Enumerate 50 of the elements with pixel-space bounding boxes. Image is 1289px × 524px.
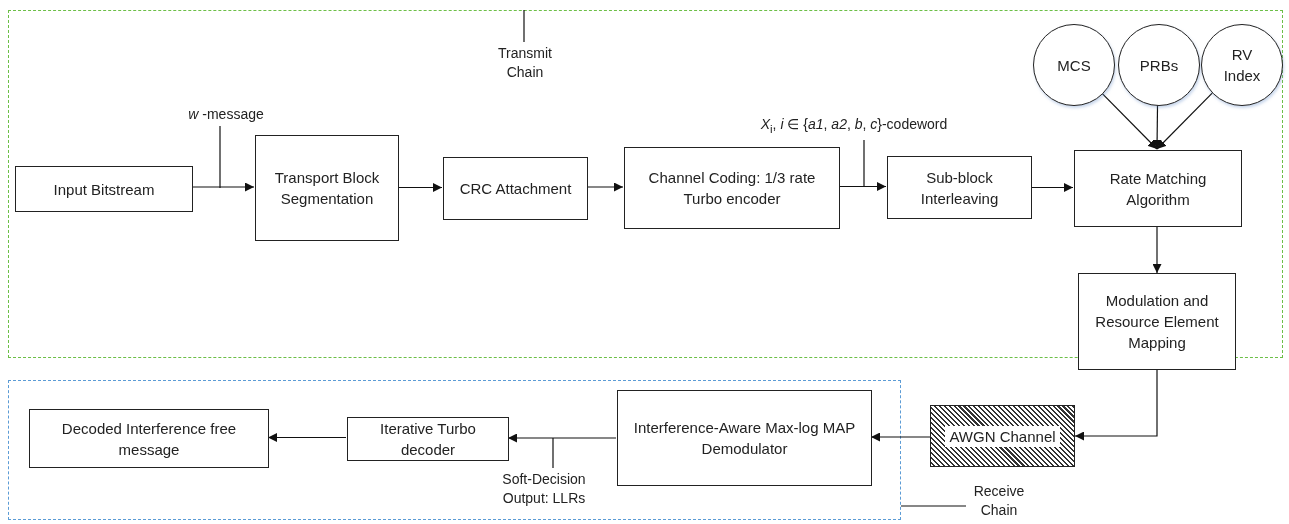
box-label: MCS bbox=[1057, 55, 1091, 76]
box-label: Input Bitstream bbox=[53, 179, 155, 200]
box-label: AWGN Channel bbox=[945, 425, 1060, 447]
box-label: Decoded Interference free message bbox=[60, 418, 238, 460]
process-box bbox=[29, 409, 269, 468]
leader-line bbox=[552, 437, 554, 469]
box-label: PRBs bbox=[1139, 55, 1179, 76]
hatched-channel-box bbox=[930, 405, 1075, 467]
annotation-label: Transmit Chain bbox=[491, 43, 559, 83]
process-box bbox=[624, 147, 840, 229]
arrow bbox=[586, 182, 624, 192]
leader-line bbox=[219, 125, 221, 189]
arrow bbox=[191, 182, 255, 192]
process-box bbox=[617, 390, 872, 486]
box-label: Rate Matching Algorithm bbox=[1108, 168, 1208, 210]
box-label: Interference-Aware Max-log MAP Demodulator bbox=[632, 418, 857, 459]
annotation-label: Soft-Decision Output: LLRs bbox=[479, 469, 609, 509]
box-label: Transport Block Segmentation bbox=[273, 168, 381, 209]
annotation-label: w -message bbox=[161, 101, 291, 127]
arrow bbox=[1152, 225, 1162, 274]
arrow bbox=[1074, 369, 1158, 441]
process-box bbox=[255, 135, 399, 241]
arrow bbox=[1030, 183, 1074, 192]
process-box bbox=[15, 166, 193, 212]
process-box bbox=[443, 157, 588, 220]
annotation-label: Receive Chain bbox=[966, 482, 1032, 520]
box-label: CRC Attachment bbox=[459, 179, 572, 199]
leader-line bbox=[523, 9, 525, 43]
process-box bbox=[1078, 273, 1236, 370]
process-box bbox=[887, 156, 1032, 219]
process-box bbox=[347, 417, 509, 461]
arrow bbox=[1101, 92, 1158, 150]
leader-line bbox=[863, 139, 865, 188]
arrow bbox=[1156, 92, 1213, 150]
arrow bbox=[507, 433, 617, 443]
annotation-label: X$_{i}$, i ∈ {a1, a2, b, c}-codeword bbox=[709, 111, 999, 141]
box-label: RV Index bbox=[1222, 45, 1262, 86]
arrow bbox=[397, 183, 443, 192]
box-label: Iterative Turbo decoder bbox=[379, 419, 477, 460]
dashed-region bbox=[8, 380, 901, 520]
leader-line bbox=[900, 505, 967, 507]
box-label: Channel Coding: 1/3 rate Turbo encoder bbox=[647, 168, 817, 209]
box-label: Sub-block Interleaving bbox=[919, 167, 1000, 209]
process-box bbox=[1074, 150, 1242, 227]
box-label: Modulation and Resource Element Mapping bbox=[1094, 291, 1220, 353]
arrow bbox=[1152, 104, 1162, 150]
arrow bbox=[870, 432, 931, 442]
arrow bbox=[267, 433, 347, 442]
arrow bbox=[838, 182, 887, 191]
parameter-circle bbox=[1201, 24, 1283, 106]
